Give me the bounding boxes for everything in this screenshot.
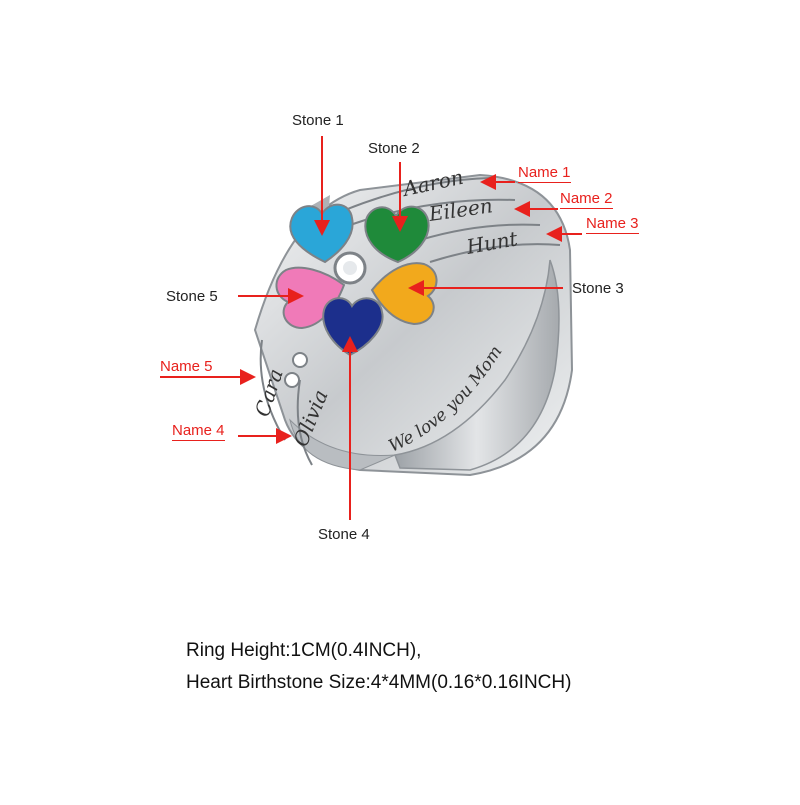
label-name5: Name 5: [160, 358, 213, 377]
label-stone3: Stone 3: [572, 280, 624, 297]
label-name1: Name 1: [518, 164, 571, 183]
stone3-gem: [370, 262, 438, 326]
label-name3: Name 3: [586, 215, 639, 234]
accent-stone: [284, 372, 300, 388]
callout-arrows: [160, 136, 582, 520]
label-stone1: Stone 1: [292, 112, 344, 129]
stone4-gem: [322, 297, 384, 357]
label-stone4: Stone 4: [318, 526, 370, 543]
label-stone5: Stone 5: [166, 288, 218, 305]
label-name2: Name 2: [560, 190, 613, 209]
spec-ring-height: Ring Height:1CM(0.4INCH),: [186, 640, 422, 661]
accent-stone: [292, 352, 308, 368]
label-stone2: Stone 2: [368, 140, 420, 157]
label-name4: Name 4: [172, 422, 225, 441]
spec-stone-size: Heart Birthstone Size:4*4MM(0.16*0.16INC…: [186, 672, 572, 693]
